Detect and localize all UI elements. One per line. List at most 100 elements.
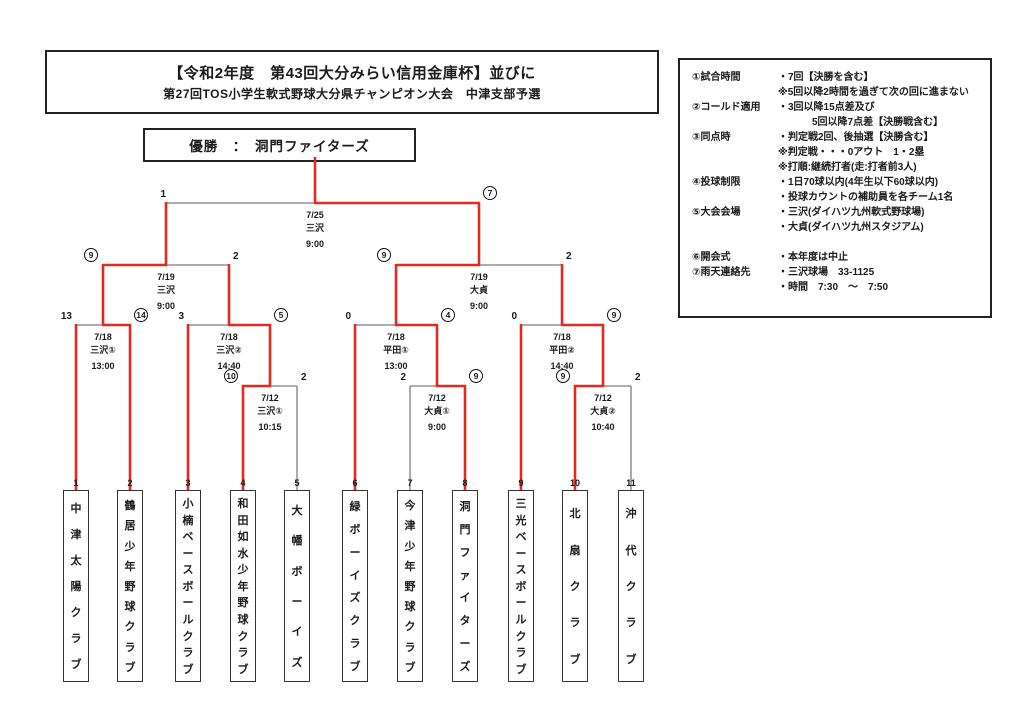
team-column-8: 8 洞門ファイターズ — [452, 477, 478, 682]
team-box: 中津太陽クラブ — [63, 490, 89, 682]
champion-text: 優勝 ： 洞門ファイターズ — [189, 139, 370, 154]
team-box: 鶴居少年野球クラブ — [117, 490, 143, 682]
match-qf2-info: 7/18 三沢② 14:40 — [189, 331, 269, 373]
match-venue: 三沢 — [156, 285, 175, 295]
match-date: 7/12 — [594, 393, 612, 403]
rule-row-pitch-limit: ④投球制限 ・1日70球以内(4年生以下60球以内) ・投球カウントの補助員を各… — [692, 175, 982, 205]
rule-label: ⑦雨天連絡先 — [692, 267, 751, 278]
team-box: 今津少年野球クラブ — [397, 490, 423, 682]
match-venue: 大貞 — [469, 285, 488, 295]
team-name: 和田如水少年野球クラブ — [237, 498, 249, 676]
score-r1c-left-winner: 9 — [556, 369, 570, 383]
team-number: 9 — [518, 478, 524, 488]
rule-lines: ・三沢球場 33-1125 ・時間 7:30 ～ 7:50 — [778, 267, 889, 293]
rule-lines: ・判定戦2回、後抽選【決勝含む】 ※判定戦・・・0アウト 1・2塁 ※打順:継続… — [778, 132, 934, 173]
match-qf3-info: 7/18 平田① 13:00 — [356, 331, 436, 373]
match-date: 7/19 — [157, 272, 175, 282]
rule-label: ⑥開会式 — [692, 252, 731, 263]
team-name: 洞門ファイターズ — [459, 501, 471, 673]
match-qf4-info: 7/18 平田② 14:40 — [522, 331, 602, 373]
rule-row-venues: ⑤大会会場 ・三沢(ダイハツ九州軟式野球場) ・大貞(ダイハツ九州スタジアム) — [692, 205, 982, 235]
match-venue: 三沢 — [305, 223, 324, 233]
match-time: 9:00 — [427, 422, 446, 432]
team-name: 鶴居少年野球クラブ — [124, 500, 136, 674]
score-final-right-winner: 7 — [483, 186, 497, 200]
rule-label: ③同点時 — [692, 132, 731, 143]
score-r1b-left: 2 — [400, 372, 406, 383]
team-number: 1 — [73, 478, 79, 488]
team-number: 11 — [626, 478, 636, 488]
match-qf1-info: 7/18 三沢① 13:00 — [63, 331, 143, 373]
match-venue: 平田① — [383, 345, 409, 355]
team-name: 大幡ボーイズ — [291, 505, 303, 669]
match-date: 7/12 — [261, 393, 279, 403]
score-qf2-right-winner: 5 — [274, 308, 288, 322]
team-box: 緑ボーイズクラブ — [342, 490, 368, 682]
rule-lines: ・1日70球以内(4年生以下60球以内) ・投球カウントの補助員を各チーム1名 — [778, 177, 954, 203]
match-venue: 三沢① — [257, 406, 283, 416]
team-box: 三光ベースボールクラブ — [508, 490, 534, 682]
rule-label: ②コールド適用 — [692, 102, 761, 113]
rule-label: ④投球制限 — [692, 177, 741, 188]
champion-box: 優勝 ： 洞門ファイターズ — [143, 128, 416, 162]
match-date: 7/19 — [470, 272, 488, 282]
match-r1b-info: 7/12 大貞① 9:00 — [397, 392, 477, 434]
score-qf1-left: 13 — [60, 311, 72, 322]
match-venue: 三沢② — [216, 345, 242, 355]
match-date: 7/18 — [220, 332, 238, 342]
score-r1a-left-winner: 10 — [224, 369, 238, 383]
score-qf4-left: 0 — [511, 311, 517, 322]
match-sf1-info: 7/19 三沢 9:00 — [126, 271, 206, 313]
match-r1a-info: 7/12 三沢① 10:15 — [230, 392, 310, 434]
match-venue: 三沢① — [90, 345, 116, 355]
score-sf1-right: 2 — [233, 251, 239, 262]
team-column-9: 9 三光ベースボールクラブ — [508, 477, 534, 682]
team-column-2: 2 鶴居少年野球クラブ — [117, 477, 143, 682]
score-sf2-right: 2 — [566, 251, 572, 262]
match-date: 7/18 — [387, 332, 405, 342]
match-time: 14:40 — [550, 361, 574, 371]
team-box: 北扇クラブ — [562, 490, 588, 682]
tournament-subtitle: 第27回TOS小学生軟式野球大分県チャンピオン大会 中津支部予選 — [163, 87, 541, 101]
team-name: 三光ベースボールクラブ — [515, 498, 527, 676]
bracket-grey-lines — [76, 202, 632, 491]
team-box: 和田如水少年野球クラブ — [230, 490, 256, 682]
team-name: 沖代クラブ — [625, 508, 637, 666]
rule-row-tie: ③同点時 ・判定戦2回、後抽選【決勝含む】 ※判定戦・・・0アウト 1・2塁 ※… — [692, 130, 982, 175]
team-column-11: 11 沖代クラブ — [618, 477, 644, 682]
rule-label: ①試合時間 — [692, 72, 741, 83]
match-time: 13:00 — [91, 361, 115, 371]
team-name: 北扇クラブ — [569, 508, 581, 666]
team-column-1: 1 中津太陽クラブ — [63, 477, 89, 682]
team-column-5: 5 大幡ボーイズ — [284, 477, 310, 682]
match-date: 7/25 — [306, 210, 324, 220]
title-box: 【令和2年度 第43回大分みらい信用金庫杯】並びに 第27回TOS小学生軟式野球… — [45, 50, 659, 114]
match-sf2-info: 7/19 大貞 9:00 — [439, 271, 519, 313]
match-venue: 平田② — [549, 345, 575, 355]
match-r1c-info: 7/12 大貞② 10:40 — [563, 392, 643, 434]
team-box: 洞門ファイターズ — [452, 490, 478, 682]
match-time: 10:40 — [591, 422, 615, 432]
tournament-title: 【令和2年度 第43回大分みらい信用金庫杯】並びに — [168, 65, 536, 82]
score-r1c-right: 2 — [635, 372, 641, 383]
score-qf3-left: 0 — [345, 311, 351, 322]
rule-lines: ・7回【決勝を含む】 ※5回以降2時間を過ぎて次の回に進まない — [778, 72, 969, 98]
match-venue: 大貞② — [590, 406, 616, 416]
team-number: 3 — [185, 478, 191, 488]
team-number: 2 — [127, 478, 133, 488]
score-qf1-right-winner: 14 — [134, 308, 148, 322]
rule-row-game-time: ①試合時間 ・7回【決勝を含む】 ※5回以降2時間を過ぎて次の回に進まない — [692, 70, 982, 100]
match-time: 14:40 — [217, 361, 241, 371]
team-column-4: 4 和田如水少年野球クラブ — [230, 477, 256, 682]
bracket-advance-lines — [74, 157, 605, 491]
rule-row-rain-contact: ⑦雨天連絡先 ・三沢球場 33-1125 ・時間 7:30 ～ 7:50 — [692, 265, 982, 295]
team-number: 7 — [407, 478, 413, 488]
team-number: 4 — [240, 478, 246, 488]
team-column-7: 7 今津少年野球クラブ — [397, 477, 423, 682]
team-number: 6 — [352, 478, 358, 488]
team-name: 今津少年野球クラブ — [404, 500, 416, 674]
team-number: 10 — [569, 478, 580, 488]
team-box: 大幡ボーイズ — [284, 490, 310, 682]
